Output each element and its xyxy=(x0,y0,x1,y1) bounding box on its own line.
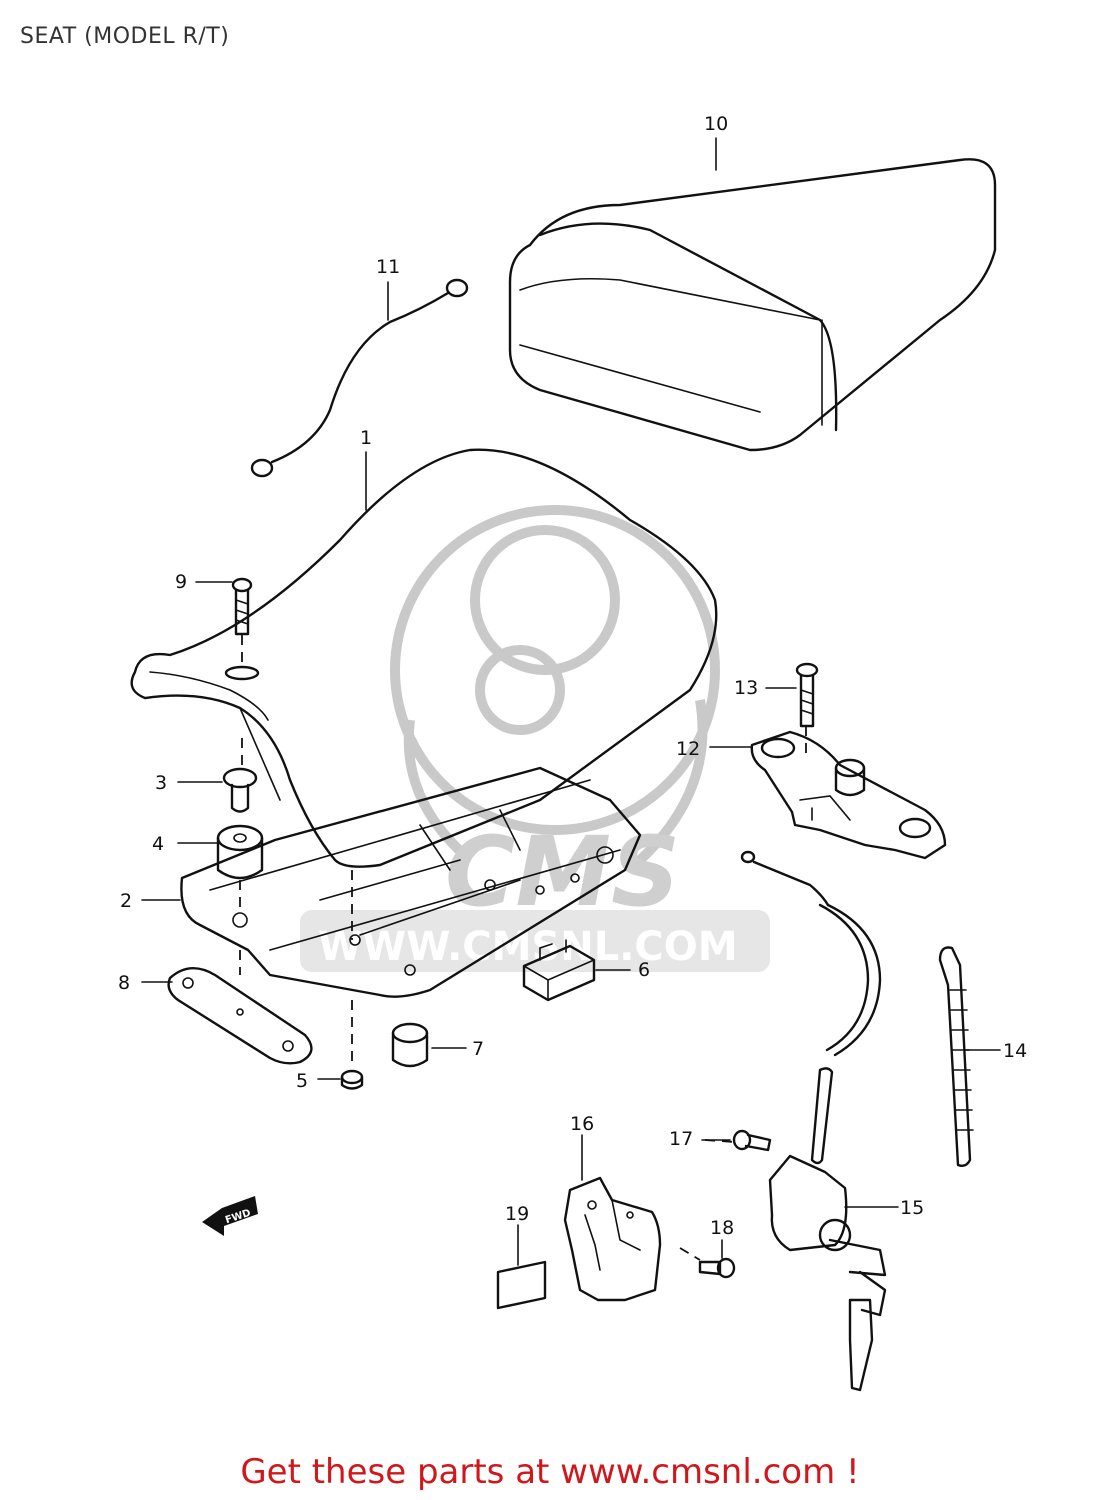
callout-13: 13 xyxy=(734,677,758,699)
part-19-label xyxy=(496,1260,547,1310)
callout-15: 15 xyxy=(900,1197,924,1219)
fwd-direction-marker: FWD xyxy=(202,1196,258,1236)
callout-12: 12 xyxy=(676,738,700,760)
part-13-screw xyxy=(795,662,819,728)
part-11-strap xyxy=(250,278,469,478)
callout-16: 16 xyxy=(570,1113,594,1135)
callout-4: 4 xyxy=(152,833,164,855)
part-14-cable-tie xyxy=(938,946,974,1168)
callout-19: 19 xyxy=(505,1203,529,1225)
part-8-bracket xyxy=(167,967,313,1065)
part-18-screw xyxy=(698,1257,736,1279)
callout-11: 11 xyxy=(376,256,400,278)
callout-17: 17 xyxy=(669,1128,693,1150)
callout-14: 14 xyxy=(1003,1040,1027,1062)
callout-6: 6 xyxy=(638,959,650,981)
callout-1: 1 xyxy=(360,427,372,449)
diagram-subtitle: SEAT (MODEL R/T) xyxy=(20,24,230,49)
watermark-url-text: WWW.CMSNL.COM xyxy=(318,924,738,970)
callout-18: 18 xyxy=(710,1217,734,1239)
part-3-cushion-pin xyxy=(222,767,258,813)
part-4-cushion xyxy=(216,824,264,880)
callout-2: 2 xyxy=(120,890,132,912)
part-17-bolt xyxy=(732,1129,772,1152)
callout-10: 10 xyxy=(704,113,728,135)
callout-8: 8 xyxy=(118,972,130,994)
part-5-nut xyxy=(340,1069,364,1090)
callout-9: 9 xyxy=(175,571,187,593)
part-1-front-seat xyxy=(130,448,718,868)
part-7-cushion xyxy=(391,1022,429,1068)
part-15-lock-cable xyxy=(740,850,887,1392)
part-16-lock-bracket xyxy=(563,1176,662,1302)
part-2-base-plate xyxy=(180,766,642,998)
leader-lines xyxy=(141,137,1001,1266)
part-10-rear-seat xyxy=(508,158,997,452)
part-9-bolt xyxy=(224,577,260,681)
part-6-clip xyxy=(522,939,596,1002)
footer-promo-text: Get these parts at www.cmsnl.com ! xyxy=(240,1452,860,1492)
callout-5: 5 xyxy=(296,1070,308,1092)
part-12-seat-lock xyxy=(750,730,947,860)
callout-labels: 1 2 3 4 5 6 7 8 9 10 11 12 13 14 15 16 1… xyxy=(118,113,1027,1239)
callout-3: 3 xyxy=(155,772,167,794)
callout-7: 7 xyxy=(472,1038,484,1060)
